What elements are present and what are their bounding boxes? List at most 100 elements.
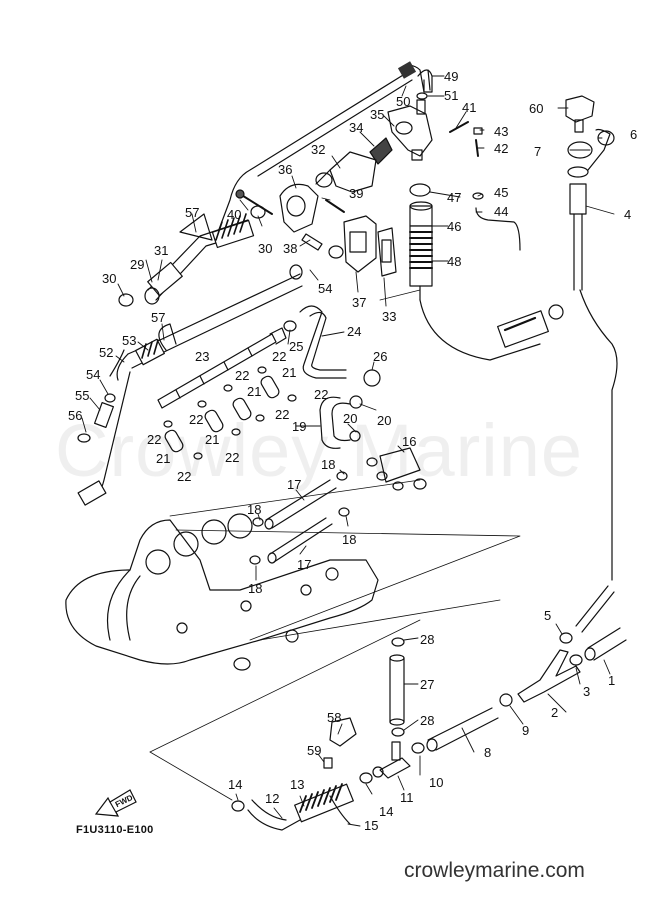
callout-18[interactable]: 18 xyxy=(342,532,357,547)
callout-18[interactable]: 18 xyxy=(247,502,262,517)
clamp-45 xyxy=(472,192,484,200)
callout-25[interactable]: 25 xyxy=(289,339,304,354)
callout-39[interactable]: 39 xyxy=(349,186,364,201)
callout-45[interactable]: 45 xyxy=(494,185,509,200)
callout-33[interactable]: 33 xyxy=(382,309,397,324)
clamp-20b xyxy=(349,430,361,442)
callout-37[interactable]: 37 xyxy=(352,295,367,310)
callout-52[interactable]: 52 xyxy=(99,345,114,360)
callout-17[interactable]: 17 xyxy=(297,557,312,572)
hose-end-left xyxy=(77,480,107,506)
callout-44[interactable]: 44 xyxy=(494,204,509,219)
callout-8[interactable]: 8 xyxy=(484,745,492,760)
callout-41[interactable]: 41 xyxy=(462,100,477,115)
callout-9[interactable]: 9 xyxy=(522,723,530,738)
callout-59[interactable]: 59 xyxy=(307,743,322,758)
callout-22[interactable]: 22 xyxy=(275,407,290,422)
callout-20[interactable]: 20 xyxy=(377,413,392,428)
callout-6[interactable]: 6 xyxy=(630,127,638,142)
callout-10[interactable]: 10 xyxy=(429,775,444,790)
strap-6 xyxy=(587,128,611,171)
callout-1[interactable]: 1 xyxy=(608,673,616,688)
callout-15[interactable]: 15 xyxy=(364,818,379,833)
callout-30[interactable]: 30 xyxy=(102,271,117,286)
callout-31[interactable]: 31 xyxy=(154,243,169,258)
callout-57[interactable]: 57 xyxy=(185,205,200,220)
callout-13[interactable]: 13 xyxy=(290,777,305,792)
callout-21[interactable]: 21 xyxy=(282,365,297,380)
callout-2[interactable]: 2 xyxy=(551,705,559,720)
callout-21[interactable]: 21 xyxy=(156,451,171,466)
callout-49[interactable]: 49 xyxy=(444,69,459,84)
callout-36[interactable]: 36 xyxy=(278,162,293,177)
callout-22[interactable]: 22 xyxy=(272,349,287,364)
callout-42[interactable]: 42 xyxy=(494,141,509,156)
callout-32[interactable]: 32 xyxy=(311,142,326,157)
part-37 xyxy=(328,215,377,273)
callout-17[interactable]: 17 xyxy=(287,477,302,492)
callout-56[interactable]: 56 xyxy=(68,408,83,423)
bracket-57b xyxy=(158,323,177,351)
callout-43[interactable]: 43 xyxy=(494,124,509,139)
callout-16[interactable]: 16 xyxy=(402,434,417,449)
bracket-57 xyxy=(179,213,213,241)
callout-18[interactable]: 18 xyxy=(248,581,263,596)
bellows-right xyxy=(419,299,564,361)
callout-38[interactable]: 38 xyxy=(283,241,298,256)
callout-4[interactable]: 4 xyxy=(624,207,632,222)
callout-26[interactable]: 26 xyxy=(373,349,388,364)
hose-21b xyxy=(204,409,224,433)
clamp-56 xyxy=(77,433,91,443)
callout-34[interactable]: 34 xyxy=(349,120,364,135)
callout-54[interactable]: 54 xyxy=(86,367,101,382)
callout-28[interactable]: 28 xyxy=(420,713,435,728)
callout-14[interactable]: 14 xyxy=(228,777,243,792)
callout-46[interactable]: 46 xyxy=(447,219,462,234)
callout-24[interactable]: 24 xyxy=(347,324,362,339)
clamp-3 xyxy=(569,654,583,666)
callout-47[interactable]: 47 xyxy=(447,190,462,205)
callout-27[interactable]: 27 xyxy=(420,677,435,692)
callout-22[interactable]: 22 xyxy=(189,412,204,427)
callout-48[interactable]: 48 xyxy=(447,254,462,269)
bolt-39 xyxy=(325,199,345,213)
callout-30[interactable]: 30 xyxy=(258,241,273,256)
hose-8 xyxy=(426,707,499,752)
callout-7[interactable]: 7 xyxy=(534,144,542,159)
callout-40[interactable]: 40 xyxy=(227,207,242,222)
callout-19[interactable]: 19 xyxy=(292,419,307,434)
guide-line xyxy=(169,479,421,517)
callout-23[interactable]: 23 xyxy=(195,349,210,364)
callout-22[interactable]: 22 xyxy=(314,387,329,402)
callout-21[interactable]: 21 xyxy=(205,432,220,447)
callout-21[interactable]: 21 xyxy=(247,384,262,399)
callout-22[interactable]: 22 xyxy=(147,432,162,447)
callout-18[interactable]: 18 xyxy=(321,457,336,472)
callout-51[interactable]: 51 xyxy=(444,88,459,103)
callout-3[interactable]: 3 xyxy=(583,684,591,699)
callout-58[interactable]: 58 xyxy=(327,710,342,725)
callout-20[interactable]: 20 xyxy=(343,411,358,426)
footer-site-link[interactable]: crowleymarine.com xyxy=(404,859,585,882)
callout-50[interactable]: 50 xyxy=(396,94,411,109)
callout-12[interactable]: 12 xyxy=(265,791,280,806)
callout-22[interactable]: 22 xyxy=(177,469,192,484)
callout-11[interactable]: 11 xyxy=(400,790,414,805)
callout-5[interactable]: 5 xyxy=(544,608,552,623)
callout-57[interactable]: 57 xyxy=(151,310,166,325)
screw-59 xyxy=(323,757,333,769)
nut-51 xyxy=(416,92,428,100)
callout-14[interactable]: 14 xyxy=(379,804,394,819)
callout-54[interactable]: 54 xyxy=(318,281,333,296)
diagram-code: F1U3110-E100 xyxy=(76,824,154,836)
callout-22[interactable]: 22 xyxy=(235,368,250,383)
callout-53[interactable]: 53 xyxy=(122,333,137,348)
callout-35[interactable]: 35 xyxy=(370,107,385,122)
callout-60[interactable]: 60 xyxy=(529,101,544,116)
clamp-20a xyxy=(349,395,363,409)
callout-28[interactable]: 28 xyxy=(420,632,435,647)
callout-55[interactable]: 55 xyxy=(75,388,90,403)
fwd-arrow-icon: FWD xyxy=(94,780,138,825)
callout-22[interactable]: 22 xyxy=(225,450,240,465)
callout-29[interactable]: 29 xyxy=(130,257,145,272)
